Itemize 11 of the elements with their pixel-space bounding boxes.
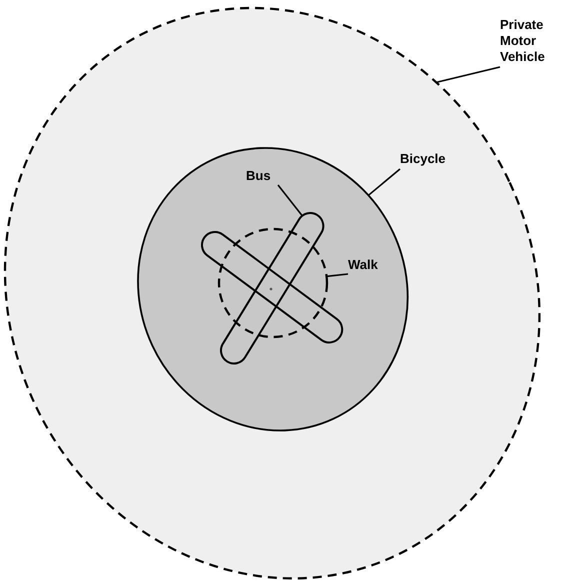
label-text: Bus: [246, 168, 272, 184]
leader-line: [368, 168, 401, 196]
leader-line: [327, 273, 348, 278]
label-text: Walk: [348, 256, 379, 273]
capsule-shape: [220, 212, 324, 364]
dashed-circle: [219, 229, 327, 337]
leader-line: [436, 66, 500, 83]
label-text: Bicycle: [400, 150, 447, 167]
capsule-shape: [202, 232, 342, 342]
leader-line: [277, 184, 303, 216]
label-text: Private Motor Vehicle: [500, 17, 546, 65]
